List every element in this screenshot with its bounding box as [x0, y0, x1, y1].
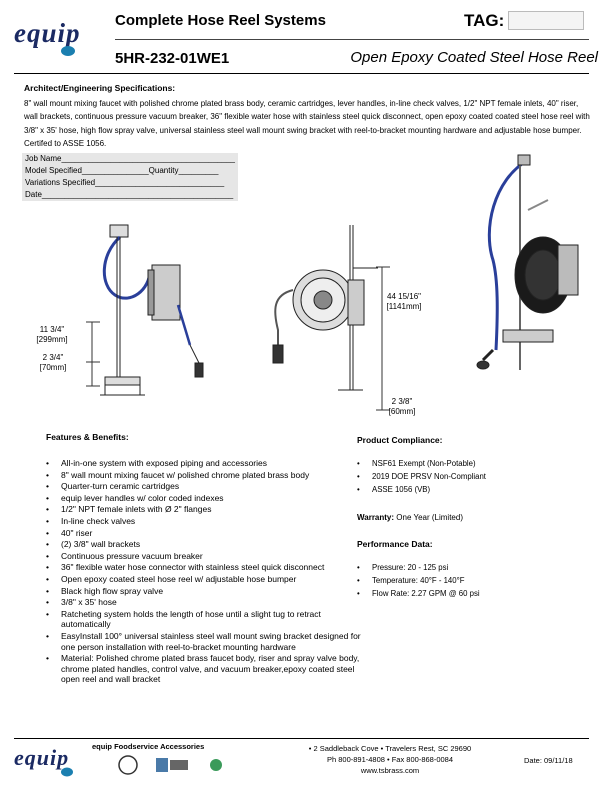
side-view-drawing [272, 225, 378, 391]
footer-droplet-icon [61, 767, 73, 777]
dim-offset-mm-wrap: [70mm] [39, 363, 67, 372]
footer-date: Date: 09/11/18 [524, 756, 573, 765]
footer-logo: equip [14, 745, 69, 771]
features-list: All-in-one system with exposed piping an… [46, 458, 366, 686]
list-item: Temperature: 40°F - 140°F [357, 574, 587, 587]
model-specified-field[interactable]: Model Specified_______________Quantity__… [25, 166, 219, 175]
dim-depth-mm-wrap: [60mm] [388, 407, 416, 416]
dim-height-mm-wrap: [299mm] [36, 335, 68, 344]
list-item: 36" flexible water hose connector with s… [46, 562, 366, 573]
list-item: 3/8" x 35' hose [46, 597, 366, 608]
compliance-list: NSF61 Exempt (Non-Potable) 2019 DOE PRSV… [357, 457, 587, 496]
features-heading: Features & Benefits: [46, 432, 129, 442]
list-item: NSF61 Exempt (Non-Potable) [357, 457, 587, 470]
job-form: Job Name________________________________… [22, 153, 238, 201]
warranty-label: Warranty: [357, 513, 395, 522]
list-item: Ratcheting system holds the length of ho… [46, 609, 366, 630]
list-item: 1/2" NPT female inlets with Ø 2" flanges [46, 504, 366, 515]
list-item: equip lever handles w/ color coded index… [46, 493, 366, 504]
logo-text: equip [14, 18, 81, 48]
dim-height-label: 11 3/4" [299mm] [32, 325, 72, 345]
compliance-heading: Product Compliance: [357, 435, 443, 445]
model-number: 5HR-232-01WE1 [115, 50, 230, 67]
list-item: 40" riser [46, 528, 366, 539]
dim-depth-in: 2 3/8" [391, 397, 413, 406]
equip-logo: equip [14, 18, 81, 49]
dim-lines-height [376, 266, 390, 411]
job-name-field[interactable]: Job Name________________________________… [25, 154, 235, 163]
performance-heading: Performance Data: [357, 539, 433, 549]
performance-list: Pressure: 20 - 125 psi Temperature: 40°F… [357, 561, 587, 600]
list-item: 8" wall mount mixing faucet w/ polished … [46, 470, 366, 481]
dim-offset-label: 2 3/4" [70mm] [34, 353, 72, 373]
dim-depth-mm: 60mm [390, 407, 414, 416]
watersense-icon [210, 759, 222, 771]
list-item: In-line check valves [46, 516, 366, 527]
list-item: EasyInstall 100° universal stainless ste… [46, 631, 366, 652]
certification-icons [118, 755, 222, 775]
list-item: Material: Polished chrome plated brass f… [46, 653, 366, 685]
tag-field[interactable] [508, 11, 584, 30]
list-item: Pressure: 20 - 125 psi [357, 561, 587, 574]
csa-icon [156, 758, 168, 772]
variations-field[interactable]: Variations Specified____________________… [25, 178, 225, 187]
list-item: Flow Rate: 2.27 GPM @ 60 psi [357, 587, 587, 600]
dim-offset-mm: 70mm [41, 363, 65, 372]
nsf-icon [118, 755, 138, 775]
dim-total-in: 44 15/16" [387, 292, 421, 301]
droplet-icon [61, 46, 75, 56]
warranty-line: Warranty: One Year (Limited) [357, 513, 463, 522]
list-item: 2019 DOE PRSV Non-Compliant [357, 470, 587, 483]
dim-depth-label: 2 3/8" [60mm] [382, 397, 422, 417]
dim-total-mm: 1141mm [388, 302, 420, 311]
list-item: (2) 3/8" wall brackets [46, 539, 366, 550]
dim-offset-in: 2 3/4" [42, 353, 64, 362]
footer-address: • 2 Saddleback Cove • Travelers Rest, SC… [308, 744, 472, 753]
list-item: Black high flow spray valve [46, 586, 366, 597]
footer-rule [14, 738, 589, 739]
warranty-value: One Year (Limited) [396, 513, 463, 522]
list-item: Open epoxy coated steel hose reel w/ adj… [46, 574, 366, 585]
footer-contact: • 2 Saddleback Cove • Travelers Rest, SC… [290, 743, 490, 776]
dim-total-mm-wrap: [1141mm] [386, 302, 422, 311]
footer-brand: equip Foodservice Accessories [92, 742, 205, 751]
tag-label: TAG: [464, 11, 505, 30]
header-divider [115, 39, 589, 40]
list-item: Continuous pressure vacuum breaker [46, 551, 366, 562]
footer-phone: Ph 800-891-4808 • Fax 800-868-0084 [326, 755, 454, 764]
spec-body: 8" wall mount mixing faucet with polishe… [24, 99, 590, 148]
list-item: All-in-one system with exposed piping an… [46, 458, 366, 469]
product-description: Open Epoxy Coated Steel Hose Reel [350, 49, 598, 66]
page-title: Complete Hose Reel Systems [115, 12, 326, 29]
dim-total-label: 44 15/16" [1141mm] [378, 292, 430, 312]
list-item: ASSE 1056 (VB) [357, 483, 587, 496]
dim-height-in: 11 3/4" [39, 325, 65, 334]
asse-icon [170, 760, 188, 770]
list-item: Quarter-turn ceramic cartridges [46, 481, 366, 492]
header-rule [14, 73, 589, 74]
footer-logo-text: equip [14, 745, 70, 770]
date-field[interactable]: Date____________________________________… [25, 190, 234, 199]
dim-lines-left [86, 321, 100, 387]
dim-height-mm: 299mm [38, 335, 66, 344]
spec-heading: Architect/Engineering Specifications: [24, 83, 176, 93]
product-photo [476, 154, 579, 370]
front-view-drawing [100, 224, 204, 396]
footer-web-link[interactable]: www.tsbrass.com [360, 766, 420, 775]
